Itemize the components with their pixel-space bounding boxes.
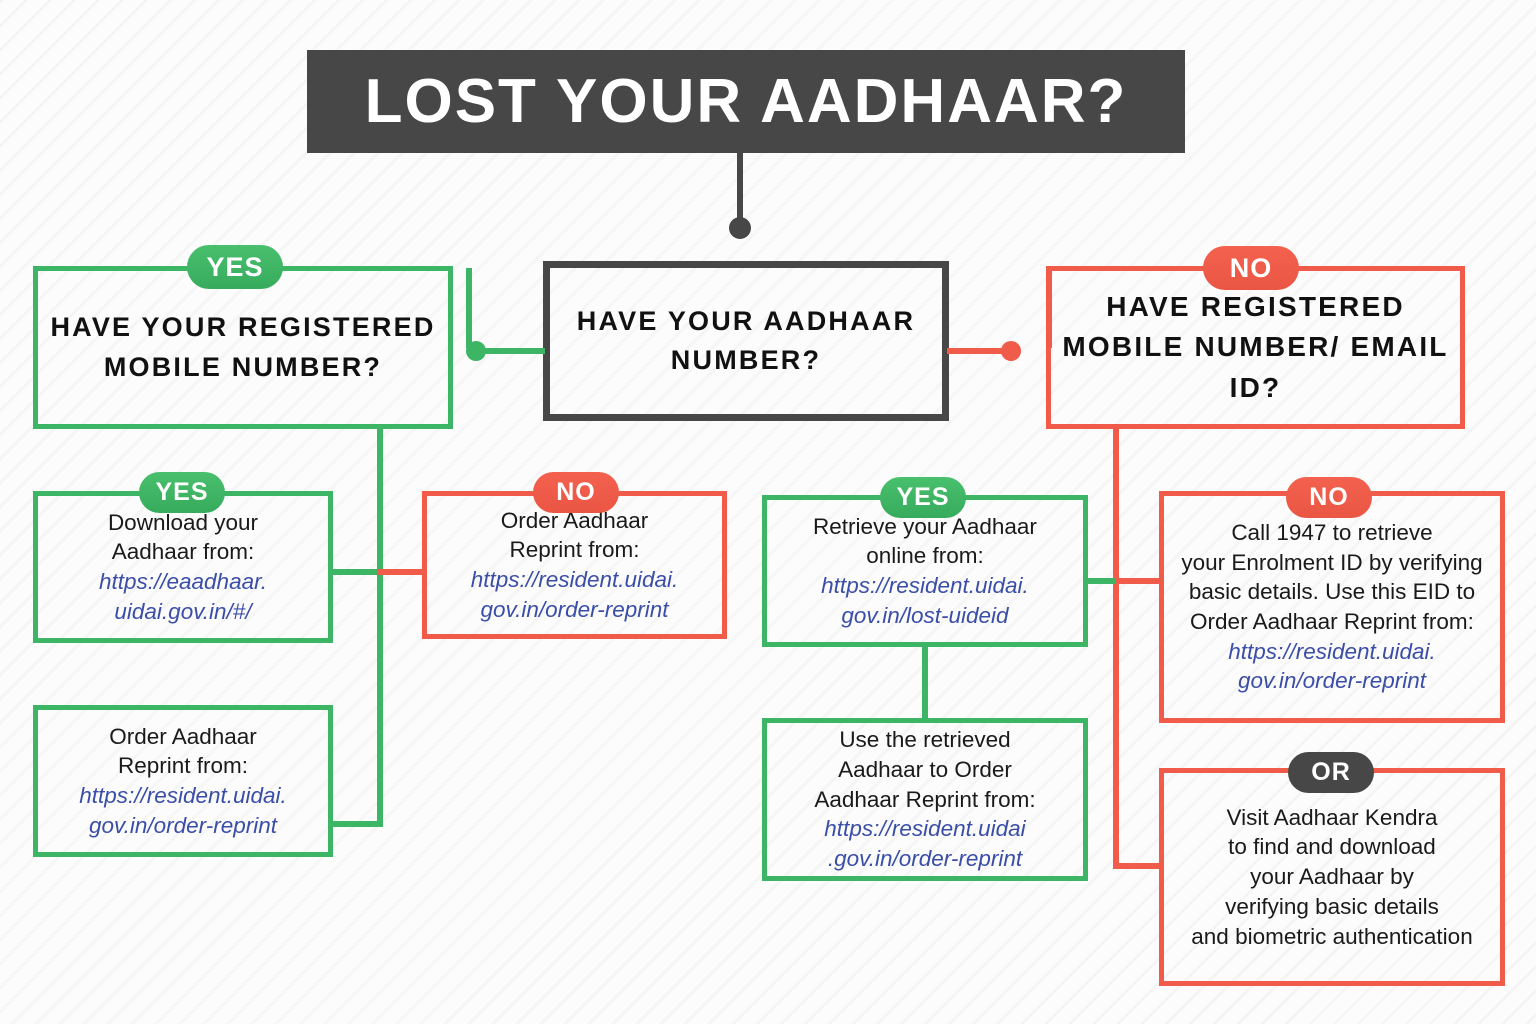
kendra-line2: to find and download <box>1228 834 1436 860</box>
decision-right-line3: EMAIL ID? <box>1229 331 1449 403</box>
reprint-no-line2: Reprint from: <box>509 537 640 563</box>
call1947-line4: Order Aadhaar Reprint from: <box>1190 609 1474 634</box>
action-download-aadhaar: Download your Aadhaar from: https://eaad… <box>33 491 333 643</box>
action-visit-kendra: Visit Aadhaar Kendra to find and downloa… <box>1159 768 1505 986</box>
decision-left-line1: HAVE YOUR <box>50 312 229 343</box>
badge-or-kendra-label: OR <box>1311 758 1351 786</box>
use-retrieved-line1: Use the retrieved <box>839 727 1011 753</box>
connector-title-to-root <box>737 153 743 225</box>
kendra-line5: and biometric authentication <box>1191 923 1473 949</box>
badge-no-right-decision: NO <box>1203 246 1299 290</box>
reprint-left-line1: Order Aadhaar <box>109 723 257 749</box>
connector-root-to-right <box>947 348 1007 354</box>
decision-root-line2: YOUR AADHAAR <box>667 305 916 336</box>
decision-right-line1: HAVE REGISTERED <box>1106 290 1405 322</box>
kendra-line4: verifying basic details <box>1225 893 1439 919</box>
kendra-line1: Visit Aadhaar Kendra <box>1226 804 1438 830</box>
badge-no-right-decision-label: NO <box>1229 252 1273 283</box>
connector-left-riser <box>466 268 472 348</box>
use-retrieved-url-line1[interactable]: https://resident.uidai <box>824 816 1026 842</box>
retrieve-url-line2[interactable]: gov.in/lost-uideid <box>841 602 1009 628</box>
badge-yes-download-label: YES <box>155 478 209 506</box>
call1947-line2: your Enrolment ID by verifying <box>1181 549 1483 575</box>
decision-left-line2: REGISTERED <box>238 312 436 343</box>
action-call-1947-text: Call 1947 to retrieve your Enrolment ID … <box>1175 518 1488 696</box>
call1947-url-line1[interactable]: https://resident.uidai. <box>1228 638 1436 664</box>
reprint-left-url-line2[interactable]: gov.in/order-reprint <box>88 812 277 838</box>
connector-right-to-call1947 <box>1113 578 1161 584</box>
badge-no-call1947: NO <box>1286 477 1372 518</box>
badge-yes-retrieve: YES <box>880 477 966 518</box>
reprint-no-url-line2[interactable]: gov.in/order-reprint <box>480 596 669 622</box>
reprint-left-url-line1[interactable]: https://resident.uidai. <box>79 783 287 808</box>
reprint-left-line2: Reprint from: <box>117 753 249 779</box>
action-order-reprint-no: Order Aadhaar Reprint from: https://resi… <box>422 491 727 639</box>
use-retrieved-url-line2[interactable]: .gov.in/order-reprint <box>827 846 1023 872</box>
call1947-line3: basic details. Use this EID to <box>1188 579 1476 605</box>
download-url-line2[interactable]: uidai.gov.in/#/ <box>114 598 252 624</box>
connector-right-trunk <box>1113 429 1119 869</box>
connector-dot-root <box>729 217 751 239</box>
decision-left: HAVE YOUR REGISTERED MOBILE NUMBER? <box>33 266 453 429</box>
use-retrieved-line3: Aadhaar Reprint from: <box>814 786 1036 812</box>
connector-left-trunk <box>377 429 383 827</box>
decision-root-line3: NUMBER? <box>670 345 822 375</box>
page-title: LOST YOUR AADHAAR? <box>364 67 1128 136</box>
decision-root-text: HAVE YOUR AADHAAR NUMBER? <box>550 302 942 380</box>
call1947-url-line2[interactable]: gov.in/order-reprint <box>1237 668 1426 694</box>
action-order-reprint-left-text: Order Aadhaar Reprint from: https://resi… <box>73 722 293 841</box>
action-use-retrieved-text: Use the retrieved Aadhaar to Order Aadha… <box>808 725 1041 873</box>
retrieve-line2: online from: <box>866 543 984 569</box>
connector-retrieve-to-use <box>922 645 928 720</box>
connector-retrieve-to-trunk <box>1086 578 1116 584</box>
decision-root: HAVE YOUR AADHAAR NUMBER? <box>543 261 949 421</box>
action-call-1947: Call 1947 to retrieve your Enrolment ID … <box>1159 491 1505 723</box>
decision-right-text: HAVE REGISTERED MOBILE NUMBER/ EMAIL ID? <box>1051 287 1460 409</box>
action-order-reprint-left: Order Aadhaar Reprint from: https://resi… <box>33 705 333 857</box>
reprint-no-url-line1[interactable]: https://resident.uidai. <box>470 567 679 592</box>
use-retrieved-line2: Aadhaar to Order <box>838 756 1012 782</box>
kendra-line3: your Aadhaar by <box>1250 864 1414 890</box>
action-download-aadhaar-text: Download your Aadhaar from: https://eaad… <box>93 508 273 627</box>
badge-no-reprint-label: NO <box>556 478 596 506</box>
download-line1: Download your <box>107 509 259 535</box>
decision-root-line1: HAVE <box>576 305 659 336</box>
badge-yes-left-decision: YES <box>187 245 283 289</box>
decision-left-text: HAVE YOUR REGISTERED MOBILE NUMBER? <box>38 308 448 386</box>
badge-no-reprint: NO <box>533 472 619 513</box>
connector-left-to-no <box>377 569 425 575</box>
download-url-line1[interactable]: https://eaadhaar. <box>98 569 268 594</box>
badge-yes-left-decision-label: YES <box>206 251 264 282</box>
retrieve-url-line1[interactable]: https://resident.uidai. <box>821 573 1029 598</box>
badge-no-call1947-label: NO <box>1309 483 1349 511</box>
connector-right-to-kendra <box>1113 863 1161 869</box>
download-line2: Aadhaar from: <box>111 539 255 565</box>
decision-right-line2: MOBILE NUMBER/ <box>1062 331 1341 363</box>
badge-or-kendra: OR <box>1288 752 1374 793</box>
action-retrieve-online-text: Retrieve your Aadhaar online from: https… <box>807 512 1043 631</box>
badge-yes-download: YES <box>139 472 225 513</box>
page-title-bar: LOST YOUR AADHAAR? <box>307 50 1185 153</box>
connector-left-to-download <box>333 569 383 575</box>
badge-yes-retrieve-label: YES <box>896 483 950 511</box>
action-use-retrieved: Use the retrieved Aadhaar to Order Aadha… <box>762 718 1088 881</box>
connector-root-to-left <box>483 348 545 354</box>
call1947-line1: Call 1947 to retrieve <box>1231 519 1433 545</box>
connector-left-to-reprint <box>333 821 383 827</box>
decision-left-line3: MOBILE NUMBER? <box>103 351 383 382</box>
action-visit-kendra-text: Visit Aadhaar Kendra to find and downloa… <box>1185 803 1478 951</box>
connector-dot-right <box>1001 341 1021 361</box>
action-order-reprint-no-text: Order Aadhaar Reprint from: https://resi… <box>465 506 685 625</box>
decision-right: HAVE REGISTERED MOBILE NUMBER/ EMAIL ID? <box>1046 266 1465 429</box>
